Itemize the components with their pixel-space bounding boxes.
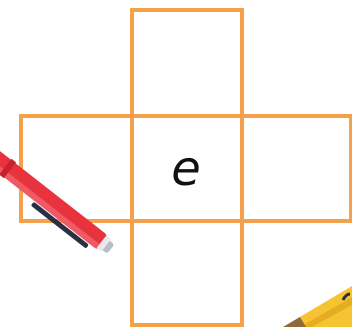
red-pen-icon xyxy=(0,128,117,261)
net-cell-bottom xyxy=(132,221,242,325)
net-cell-right xyxy=(242,116,351,221)
center-letter: e xyxy=(132,117,240,221)
yellow-pencil-icon xyxy=(283,286,352,327)
net-cell-top xyxy=(132,10,242,116)
